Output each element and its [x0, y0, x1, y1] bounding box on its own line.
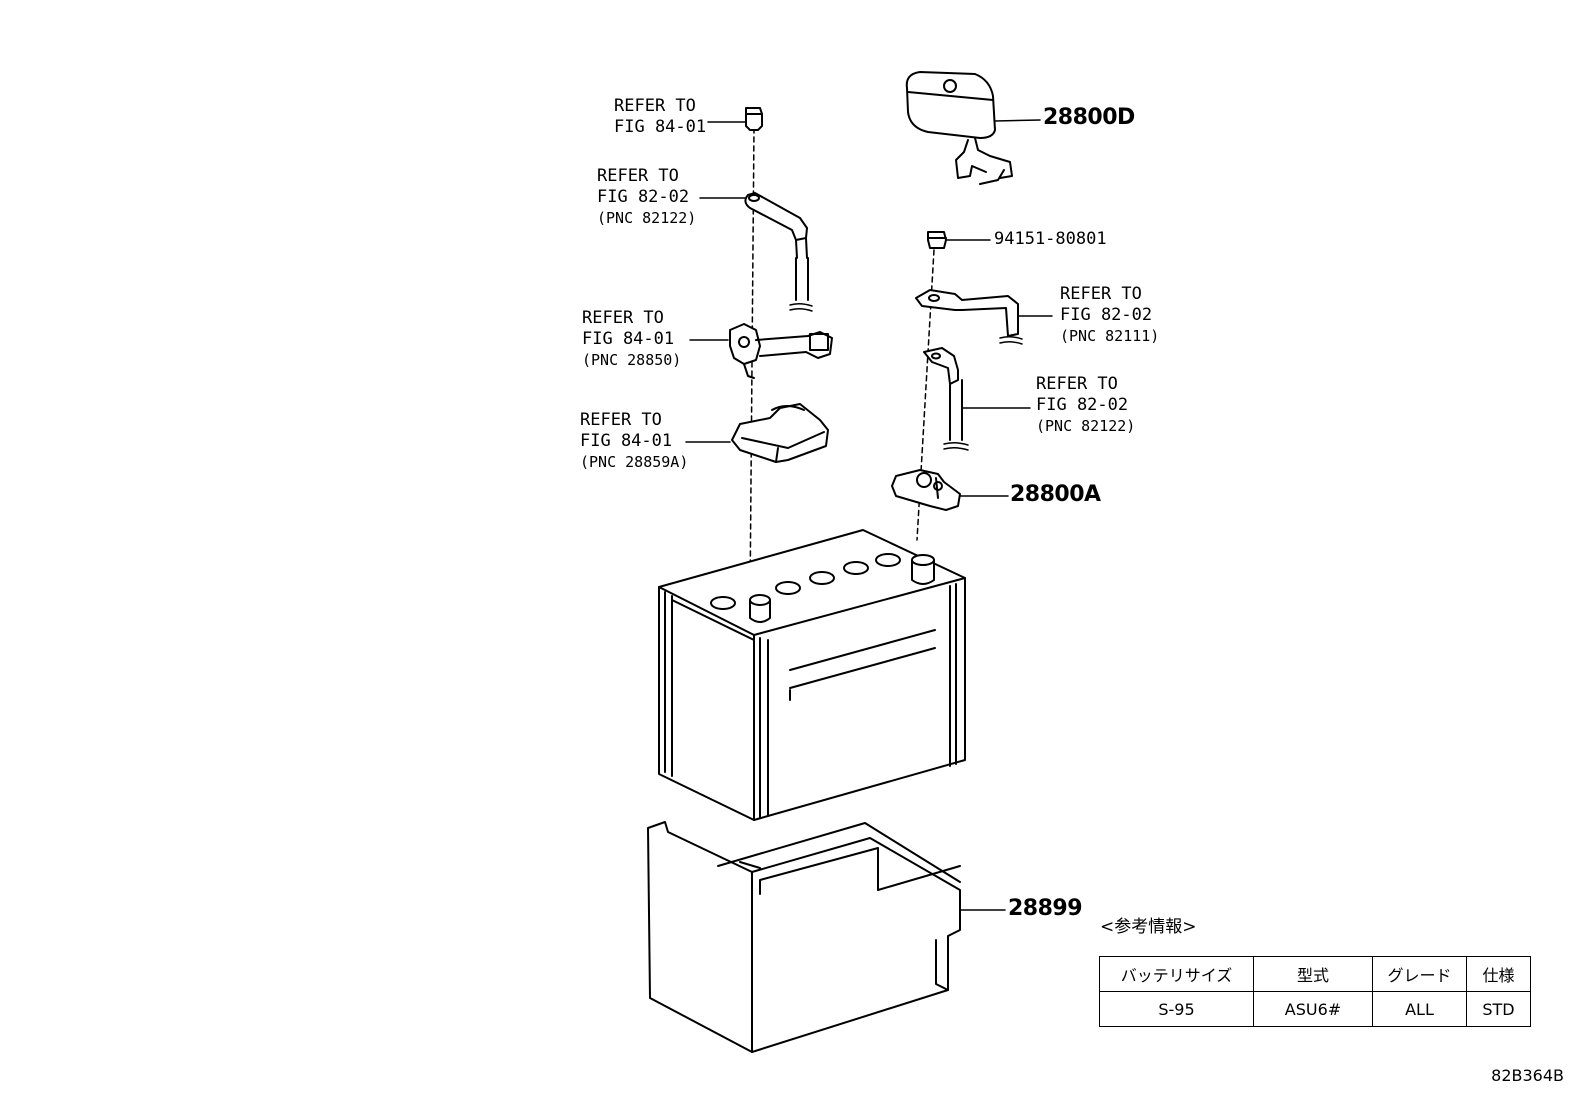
nut-left	[745, 107, 763, 131]
part-number-94151-80801: 94151-80801	[994, 229, 1107, 249]
callout-line: FIG 84-01	[614, 117, 707, 137]
callout-line: FIG 82-02	[1060, 305, 1153, 325]
callout-pnc: (PNC 82122)	[597, 209, 697, 227]
header-model: 型式	[1253, 956, 1373, 992]
callout-line: REFER TO	[580, 410, 662, 430]
reference-info-table: バッテリサイズ 型式 グレード 仕様 S-95 ASU6# ALL STD	[1099, 956, 1531, 1027]
callout-line: FIG 84-01	[582, 329, 675, 349]
cell-battery-size: S-95	[1099, 991, 1254, 1027]
callout-line: REFER TO	[614, 96, 696, 116]
table-row: S-95 ASU6# ALL STD	[1099, 991, 1531, 1027]
link-plate-upper	[744, 192, 813, 312]
part-number-28800A: 28800A	[1010, 482, 1101, 507]
callout-terminal: REFER TO FIG 84-01 (PNC 28850)	[582, 308, 681, 371]
terminal-cover-left	[731, 403, 829, 463]
cell-spec: STD	[1466, 991, 1531, 1027]
callout-pnc: (PNC 28859A)	[580, 453, 689, 471]
terminal-clamp-28800A	[891, 469, 961, 511]
callout-line: FIG 84-01	[580, 431, 673, 451]
callout-terminal-cover: REFER TO FIG 84-01 (PNC 28859A)	[580, 410, 688, 473]
header-spec: 仕様	[1466, 956, 1531, 992]
cable-link-upper-right	[915, 289, 1023, 345]
nut-right	[927, 231, 947, 249]
callout-pnc: (PNC 82111)	[1060, 327, 1160, 345]
header-battery-size: バッテリサイズ	[1099, 956, 1254, 992]
callout-nut-left: REFER TO FIG 84-01	[614, 96, 706, 138]
link-plate-mid-right	[923, 347, 969, 451]
callout-line: FIG 82-02	[597, 187, 690, 207]
terminal-left	[729, 323, 833, 379]
table-header-row: バッテリサイズ 型式 グレード 仕様	[1099, 956, 1531, 992]
callout-cable-upper: REFER TO FIG 82-02 (PNC 82111)	[1060, 284, 1159, 347]
left-axis-line	[749, 127, 755, 601]
callout-pnc: (PNC 82122)	[1036, 417, 1136, 435]
callout-cable-lower: REFER TO FIG 82-02 (PNC 82122)	[1036, 374, 1135, 437]
reference-info-title: <参考情報>	[1100, 917, 1197, 937]
part-number-28800D: 28800D	[1043, 105, 1135, 130]
callout-line: REFER TO	[582, 308, 664, 328]
callout-line: REFER TO	[1060, 284, 1142, 304]
terminal-cover-28800D	[905, 71, 1013, 185]
battery-tray-28899	[647, 821, 961, 1053]
cell-grade: ALL	[1372, 991, 1467, 1027]
cell-model: ASU6#	[1253, 991, 1373, 1027]
figure-id: 82B364B	[1491, 1066, 1564, 1085]
callout-link-plate: REFER TO FIG 82-02 (PNC 82122)	[597, 166, 696, 229]
part-number-28899: 28899	[1008, 896, 1083, 921]
callout-line: REFER TO	[597, 166, 679, 186]
battery-body	[658, 529, 966, 821]
callout-line: REFER TO	[1036, 374, 1118, 394]
callout-pnc: (PNC 28850)	[582, 351, 682, 369]
callout-line: FIG 82-02	[1036, 395, 1129, 415]
header-grade: グレード	[1372, 956, 1467, 992]
